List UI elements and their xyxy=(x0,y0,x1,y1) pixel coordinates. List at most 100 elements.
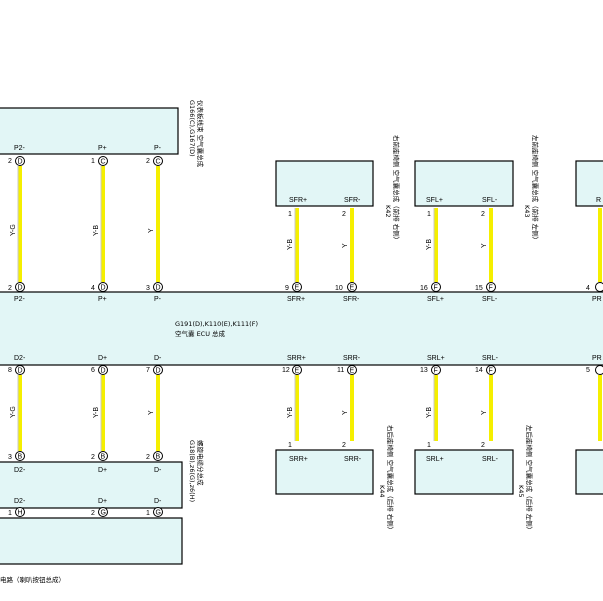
panel-top-label-1: P2- xyxy=(14,145,26,152)
right-top-label: R xyxy=(596,197,601,204)
ecu-top-pin-1: 2 D P2- xyxy=(8,282,26,303)
svg-text:F: F xyxy=(489,368,493,375)
svg-text:SRR-: SRR- xyxy=(343,355,361,362)
svg-text:2: 2 xyxy=(146,454,150,461)
svg-text:E: E xyxy=(295,368,300,375)
k42-label-1: SFR+ xyxy=(289,197,307,204)
horn-button-box xyxy=(0,517,183,565)
svg-text:2: 2 xyxy=(8,158,12,165)
svg-text:SRL-: SRL- xyxy=(482,355,499,362)
k42-connector-box xyxy=(275,160,374,207)
spiral-bottom-label-3: D- xyxy=(154,498,162,505)
ecu-top-pin-4: 9 E SFR+ xyxy=(285,282,305,303)
svg-text:2: 2 xyxy=(91,454,95,461)
spiral-bottom-label-1: D2- xyxy=(14,498,26,505)
k42-desc: 右前座椅侧 空气囊总成（前排 右侧） xyxy=(392,135,401,243)
svg-text:G: G xyxy=(156,510,161,517)
svg-text:D+: D+ xyxy=(98,355,107,362)
panel-pin-3: 2 C xyxy=(146,156,163,166)
panel-top-label-3: P- xyxy=(154,145,162,152)
svg-text:B: B xyxy=(156,454,161,461)
ecu-top-pin-8: 4 PR xyxy=(586,282,603,303)
svg-text:G: G xyxy=(101,510,106,517)
svg-text:6: 6 xyxy=(91,367,95,374)
wire-panel-1-color: Y-G xyxy=(10,224,17,236)
svg-text:SFR-: SFR- xyxy=(343,296,360,303)
k44-pin-2: 2 xyxy=(342,442,346,449)
k45-desc: 左后座椅侧 空气囊总成（后排 左侧） xyxy=(525,425,534,533)
spiral-bottom-pin-1: 1 H xyxy=(8,507,25,517)
panel-pin-1: 2 D xyxy=(8,156,25,166)
svg-text:P+: P+ xyxy=(98,296,107,303)
ecu-top-pin-2: 4 D P+ xyxy=(91,282,108,303)
spiral-name: G18(B),z6(G),z6(H) xyxy=(188,440,196,502)
spiral-cable-box xyxy=(0,461,183,509)
ecu-bottom-pin-7: SRL- 14 F xyxy=(475,355,499,375)
svg-text:SFR+: SFR+ xyxy=(287,296,305,303)
svg-text:14: 14 xyxy=(475,367,483,374)
svg-text:11: 11 xyxy=(337,367,344,374)
k43-label-2: SFL- xyxy=(482,197,498,204)
svg-text:H: H xyxy=(18,510,23,517)
svg-text:SFL-: SFL- xyxy=(482,296,498,303)
ecu-top-pin-7: 15 F SFL- xyxy=(475,282,498,303)
k43-pin-1: 1 xyxy=(427,211,431,218)
panel-top-desc: 仪表板线束 空气囊总成 xyxy=(196,100,205,168)
svg-text:P2-: P2- xyxy=(14,296,26,303)
svg-text:2: 2 xyxy=(91,510,95,517)
svg-text:1: 1 xyxy=(146,510,150,517)
spiral-top-label-1: D2- xyxy=(14,467,26,474)
svg-text:B: B xyxy=(18,454,23,461)
wire-k45-1-color: Y-B xyxy=(426,407,433,418)
k44-connector-box xyxy=(275,449,374,495)
ecu-bottom-pin-2: D+ 6 D xyxy=(91,355,108,375)
k44-label-1: SRR+ xyxy=(289,456,308,463)
spiral-bottom-pin-3: 1 G xyxy=(146,507,163,517)
svg-text:D: D xyxy=(18,159,23,166)
ecu-bottom-pin-1: D2- 8 D xyxy=(8,355,26,375)
right-top-connector-box xyxy=(575,160,603,207)
ecu-desc: 空气囊 ECU 总成 xyxy=(175,329,226,338)
k43-label-1: SFL+ xyxy=(426,197,443,204)
k43-connector-box xyxy=(414,160,514,207)
wire-k44-1-color: Y-B xyxy=(287,407,294,418)
ecu-top-pin-5: 10 E SFR- xyxy=(335,282,360,303)
svg-text:7: 7 xyxy=(146,367,150,374)
wire-k45-2-color: Y xyxy=(481,410,488,415)
svg-text:D: D xyxy=(18,285,23,292)
k43-pin-2: 2 xyxy=(481,211,485,218)
k42-label-2: SFR- xyxy=(344,197,361,204)
right-bottom-connector-box xyxy=(575,449,603,495)
svg-text:9: 9 xyxy=(285,285,289,292)
panel-top-name: G166(C),G167(D) xyxy=(188,100,196,157)
svg-text:F: F xyxy=(489,285,493,292)
panel-top-label-2: P+ xyxy=(98,145,107,152)
footer-caption: 电路（喇叭按钮总成） xyxy=(0,575,65,584)
wire-k44-2-color: Y xyxy=(342,410,349,415)
ecu-bottom-pin-4: SRR+ 12 E xyxy=(282,355,306,375)
ecu-top-pin-3: 3 D P- xyxy=(146,282,163,303)
svg-text:F: F xyxy=(434,368,438,375)
svg-text:13: 13 xyxy=(420,367,428,374)
wire-spiral-1-color: Y-G xyxy=(10,406,17,418)
svg-text:C: C xyxy=(156,159,161,166)
svg-text:D: D xyxy=(156,368,161,375)
svg-text:E: E xyxy=(350,368,355,375)
svg-text:10: 10 xyxy=(335,285,343,292)
svg-text:15: 15 xyxy=(475,285,483,292)
svg-text:D: D xyxy=(101,368,106,375)
svg-text:D2-: D2- xyxy=(14,355,26,362)
ecu-bottom-pin-6: SRL+ 13 F xyxy=(420,355,445,375)
svg-text:4: 4 xyxy=(586,285,590,292)
svg-text:3: 3 xyxy=(8,454,12,461)
spiral-top-label-2: D+ xyxy=(98,467,107,474)
svg-text:P-: P- xyxy=(154,296,162,303)
ecu-bottom-pin-8: PR 5 xyxy=(586,355,603,375)
k42-pin-1: 1 xyxy=(288,211,292,218)
ecu-bottom-pin-3: D- 7 D xyxy=(146,355,163,375)
k44-pin-1: 1 xyxy=(288,442,292,449)
svg-text:1: 1 xyxy=(8,510,12,517)
k44-desc: 右后座椅侧 空气囊总成（后排 右侧） xyxy=(386,425,395,533)
svg-text:12: 12 xyxy=(282,367,290,374)
